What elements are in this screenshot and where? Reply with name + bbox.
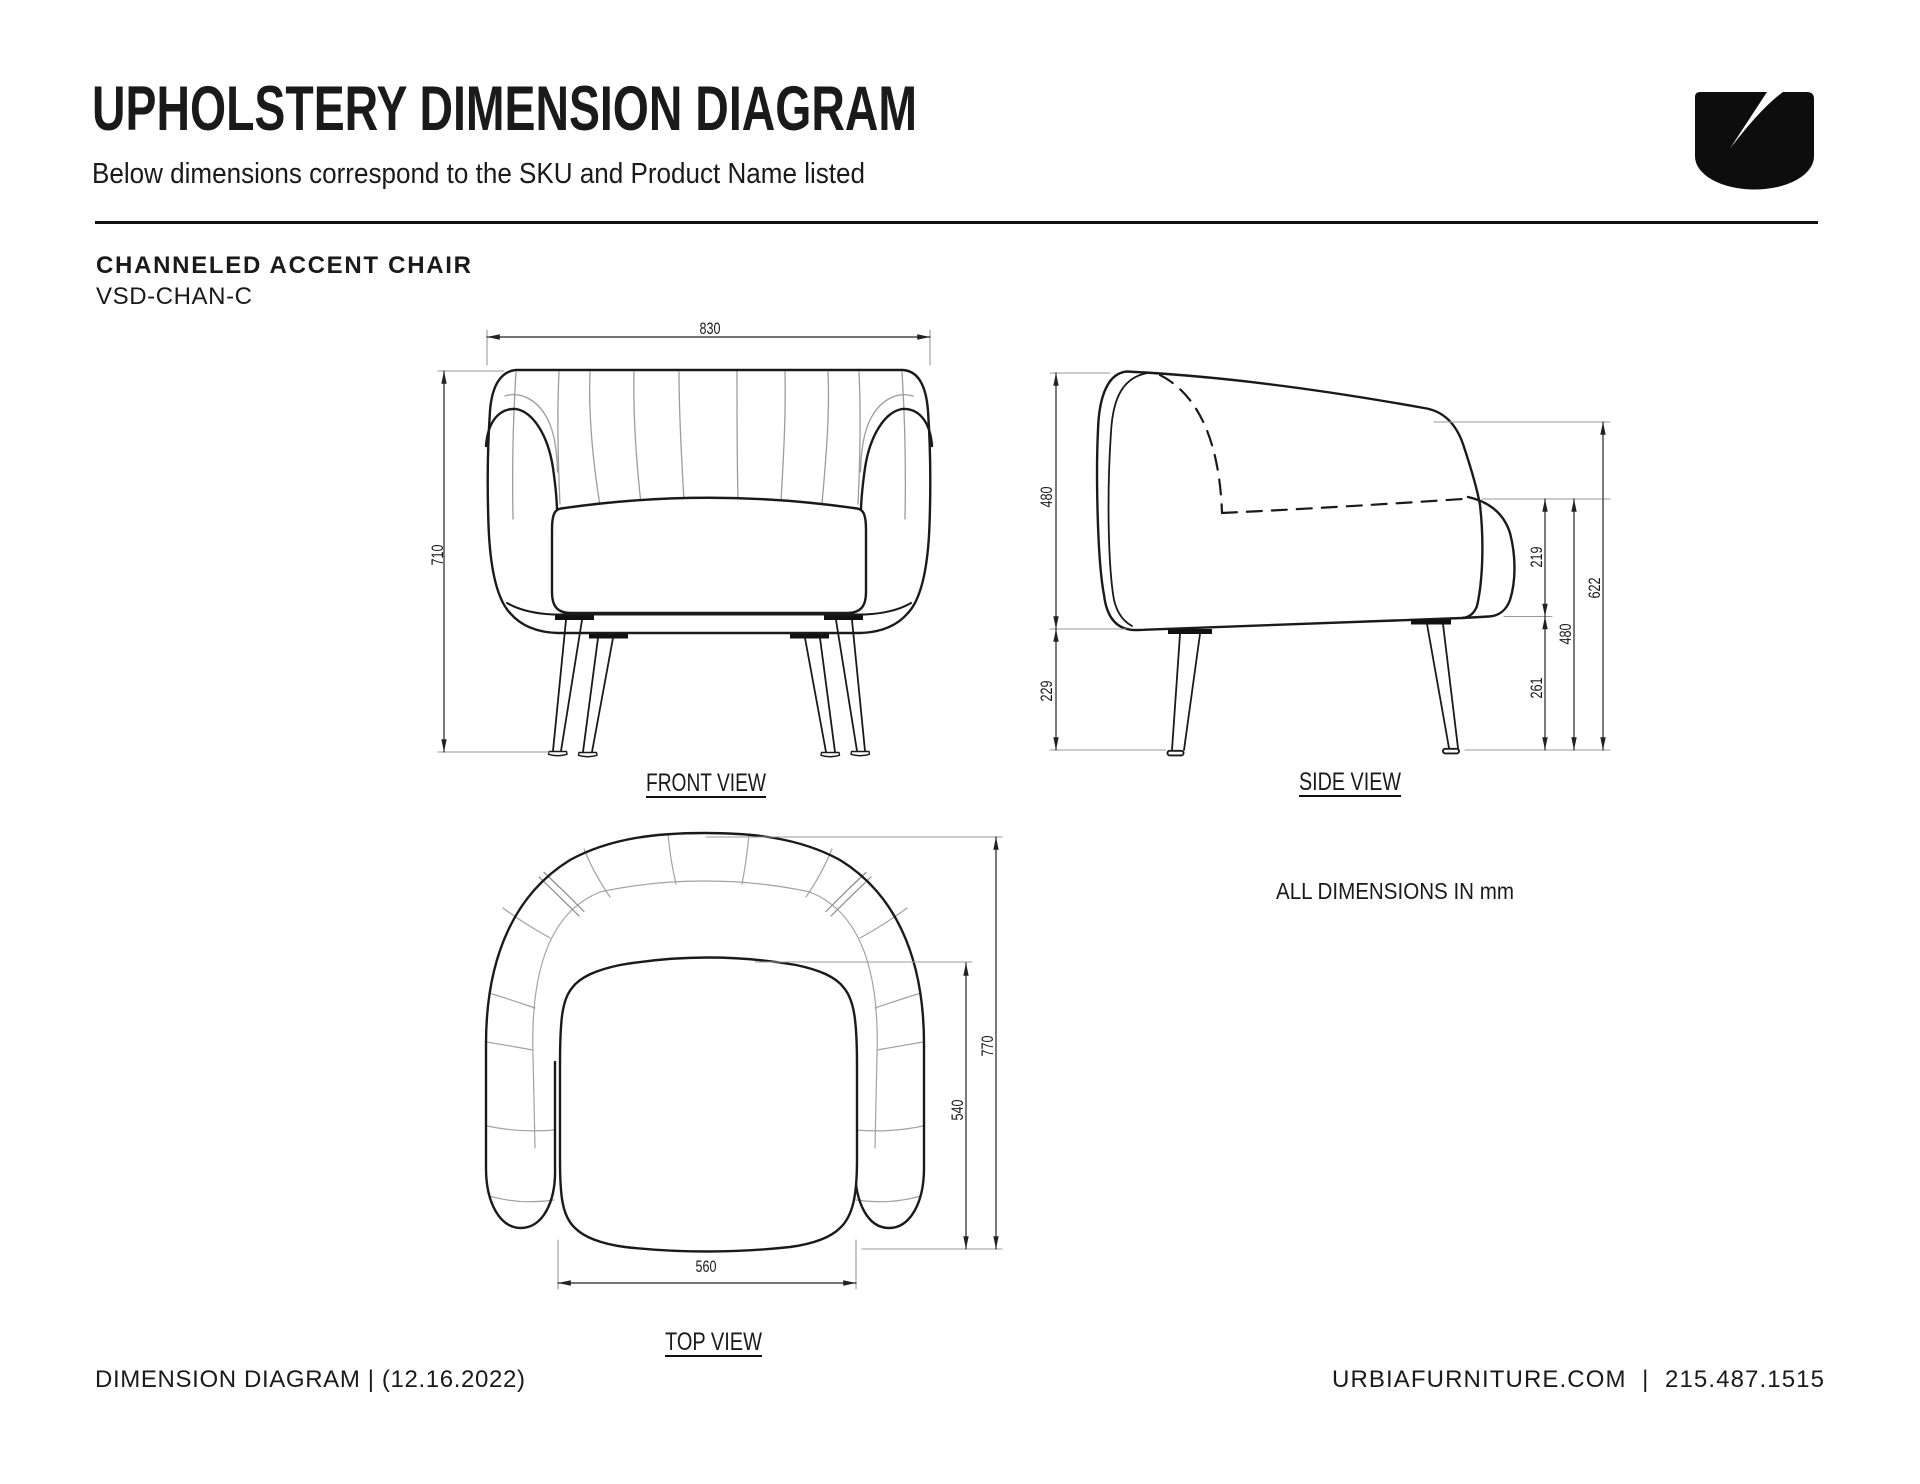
svg-text:540: 540: [948, 1100, 967, 1121]
svg-text:219: 219: [1527, 547, 1546, 568]
svg-text:UPHOLSTERY DIMENSION DIAGRAM: UPHOLSTERY DIMENSION DIAGRAM: [92, 74, 917, 144]
svg-text:229: 229: [1037, 681, 1056, 702]
svg-text:FRONT VIEW: FRONT VIEW: [646, 769, 766, 797]
svg-text:Below dimensions correspond to: Below dimensions correspond to the SKU a…: [92, 158, 865, 190]
svg-text:DIMENSION DIAGRAM | (12.16.202: DIMENSION DIAGRAM | (12.16.2022): [95, 1366, 525, 1393]
svg-text:560: 560: [696, 1257, 717, 1276]
svg-text:261: 261: [1527, 678, 1546, 699]
svg-text:830: 830: [700, 319, 721, 338]
svg-text:480: 480: [1556, 624, 1575, 645]
svg-text:URBIAFURNITURE.COM | 215.487: URBIAFURNITURE.COM | 215.487.1515: [1332, 1366, 1824, 1393]
svg-text:710: 710: [428, 545, 447, 566]
svg-text:TOP VIEW: TOP VIEW: [665, 1328, 762, 1356]
svg-text:SIDE VIEW: SIDE VIEW: [1299, 768, 1401, 796]
svg-text:480: 480: [1037, 487, 1056, 508]
svg-text:CHANNELED ACCENT CHAIR: CHANNELED ACCENT CHAIR: [96, 252, 471, 279]
svg-text:ALL DIMENSIONS IN mm: ALL DIMENSIONS IN mm: [1276, 878, 1514, 904]
svg-text:770: 770: [978, 1036, 997, 1057]
svg-text:622: 622: [1585, 578, 1604, 599]
svg-text:VSD-CHAN-C: VSD-CHAN-C: [96, 283, 252, 310]
